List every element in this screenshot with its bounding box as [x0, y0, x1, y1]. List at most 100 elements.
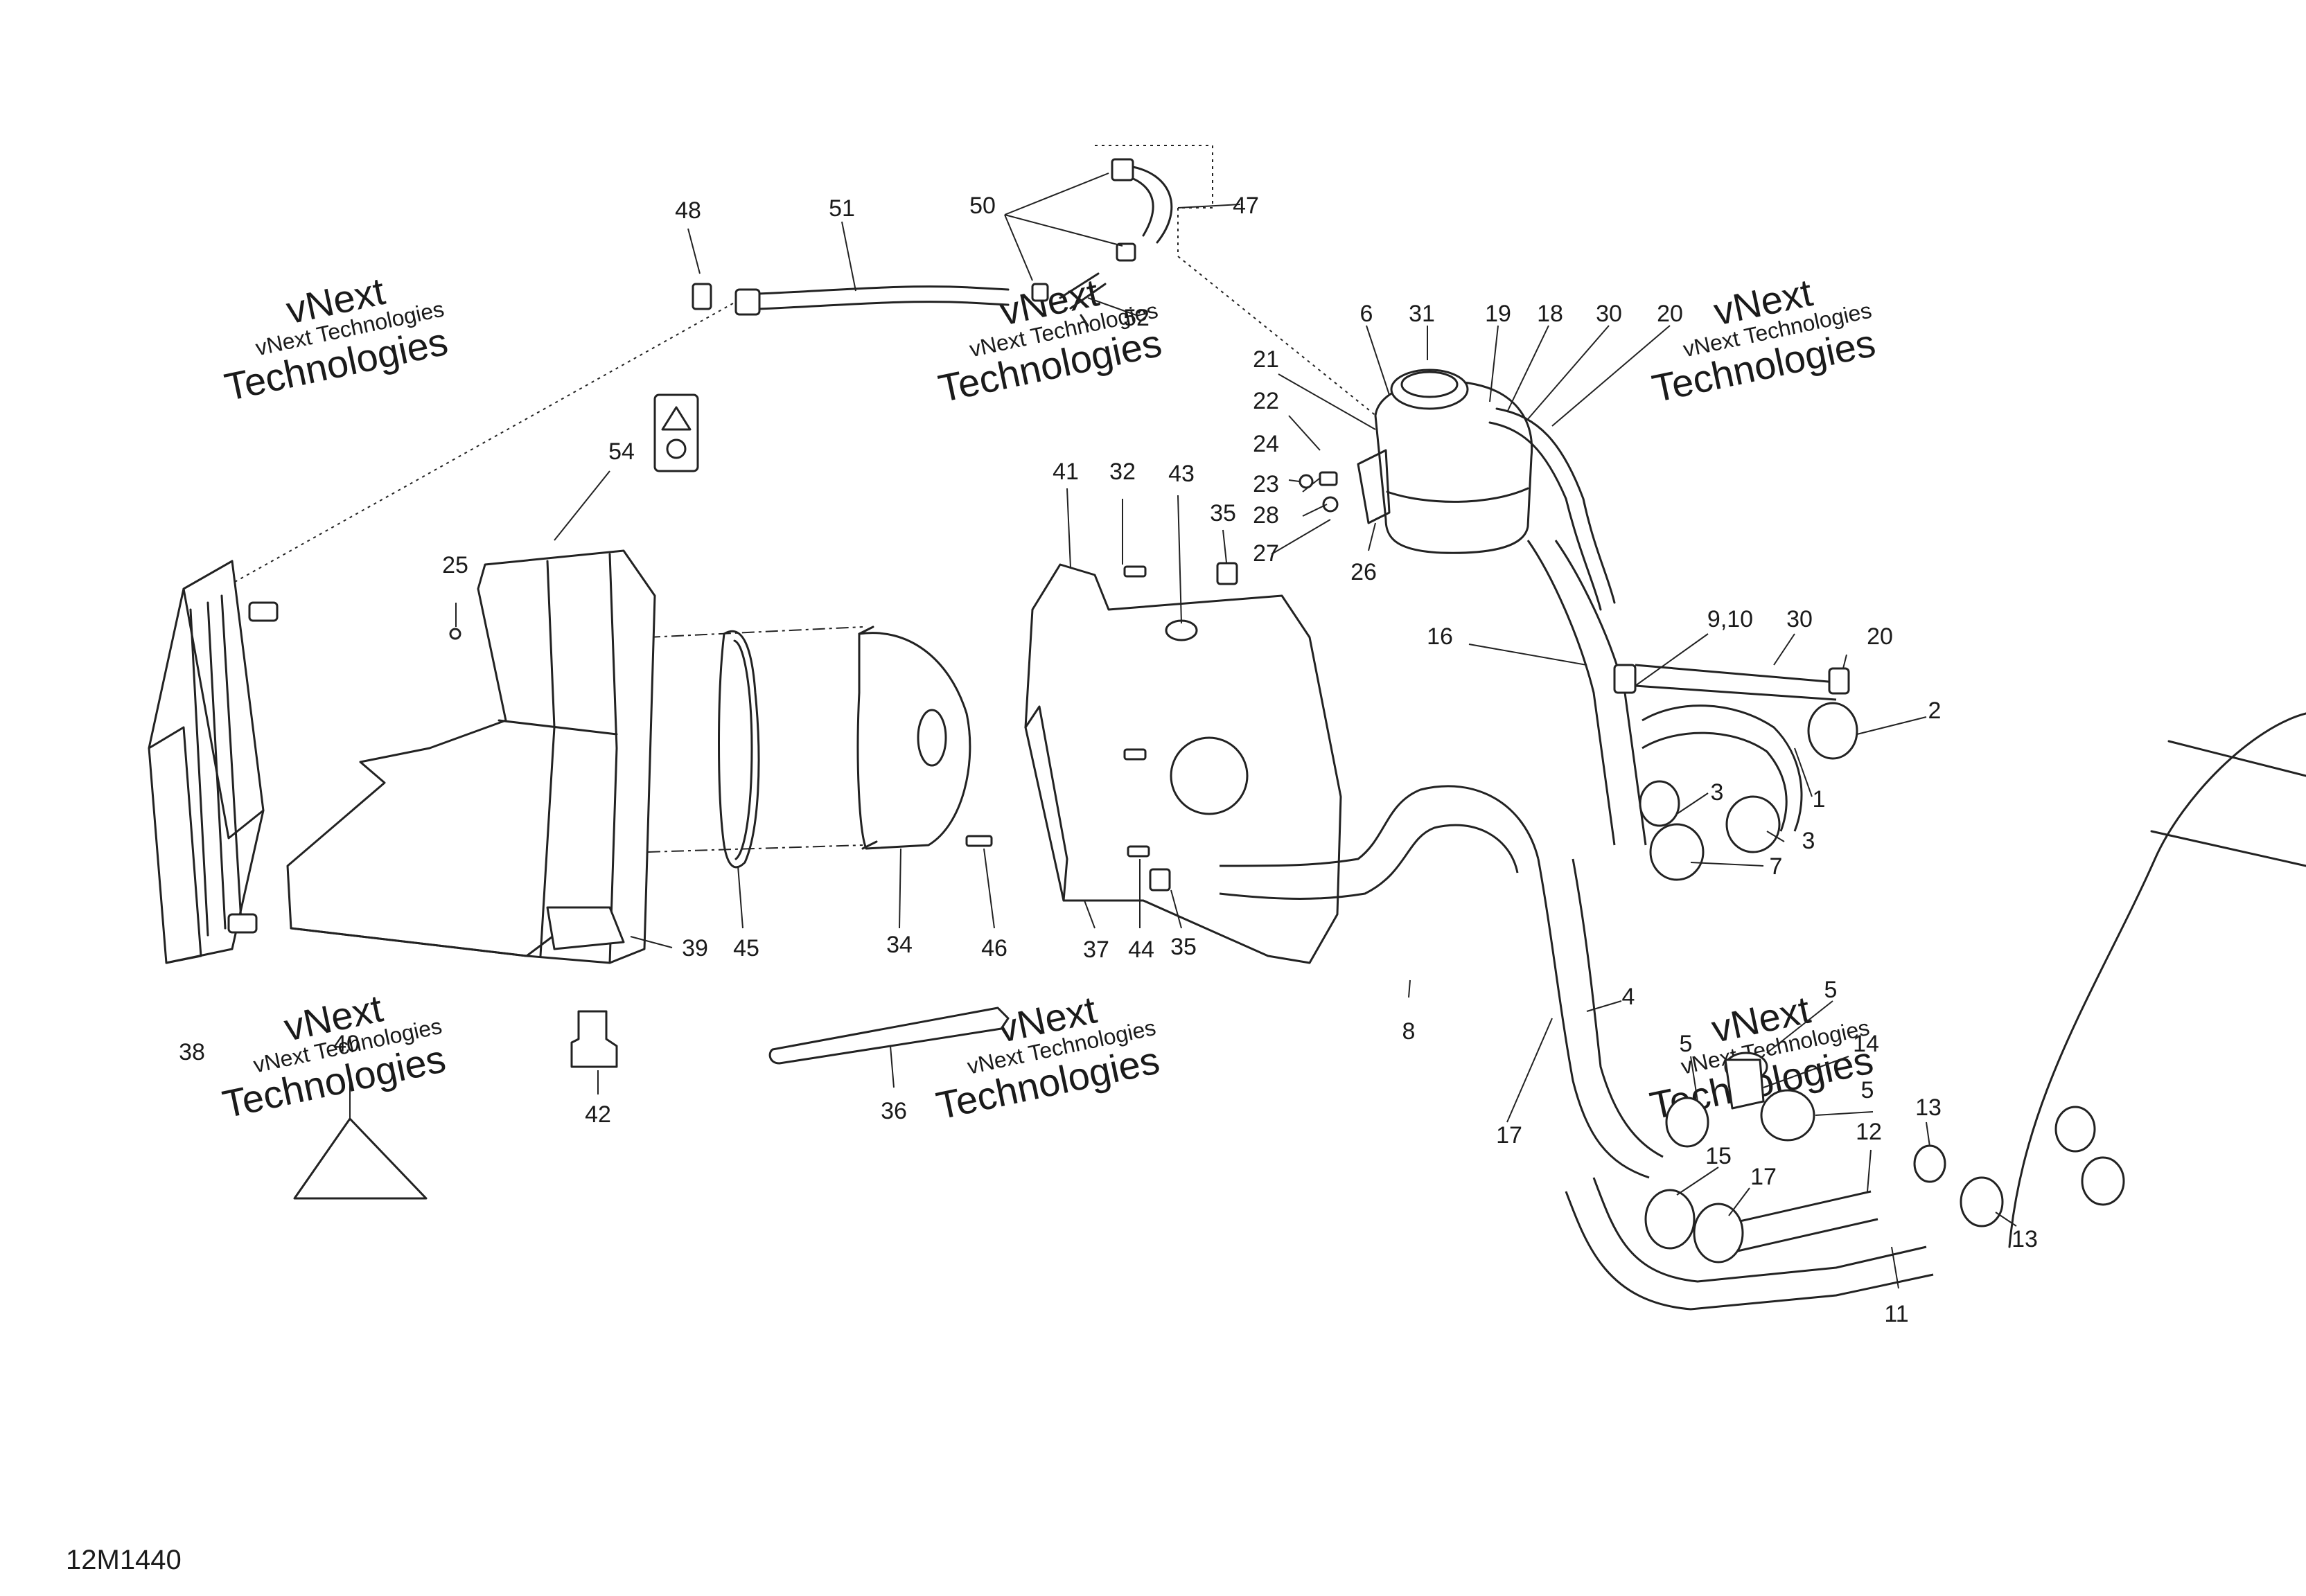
- watermark-mid-top: vNext vNext Technologies Technologies: [935, 270, 1165, 410]
- rivet-25: [449, 628, 461, 640]
- callout-52: 52: [1123, 305, 1150, 331]
- callout-30: 30: [1596, 301, 1622, 327]
- callout-47: 47: [1233, 193, 1259, 219]
- radiator-outlet-pipe: [227, 913, 258, 934]
- callout-20: 20: [1657, 301, 1683, 327]
- clamp-17: [1693, 1203, 1744, 1264]
- tank-overflow-hose-30: [1488, 421, 1602, 611]
- hose-4: [1537, 858, 1650, 1179]
- coupling-15: [1644, 1189, 1696, 1250]
- gasket-45: [718, 630, 760, 869]
- callout-23: 23: [1253, 471, 1279, 497]
- callout-22: 22: [1253, 388, 1279, 414]
- hose-1-lower: [1642, 732, 1788, 832]
- coupling-3-right: [1725, 795, 1781, 853]
- callout-27: 27: [1253, 540, 1279, 567]
- callout-36: 36: [881, 1098, 907, 1124]
- fan-frame-lip: [858, 626, 878, 850]
- hose-11-outer: [1565, 1191, 1934, 1311]
- callout-2: 2: [1928, 698, 1942, 724]
- callout-18: 18: [1537, 301, 1563, 327]
- callout-3a: 3: [1711, 779, 1724, 806]
- callout-42: 42: [585, 1101, 611, 1128]
- clamp-20-lower: [1828, 667, 1850, 695]
- guide-line-47-region: [1095, 145, 1463, 486]
- triangle-40: [293, 1117, 428, 1200]
- radiator-38: [148, 560, 279, 964]
- callout-48: 48: [675, 197, 701, 224]
- callout-35b: 35: [1170, 934, 1197, 960]
- callout-28: 28: [1253, 502, 1279, 529]
- watermark-mid-bottom: vNext vNext Technologies Technologies: [933, 987, 1163, 1127]
- screw-44-lower: [1127, 845, 1150, 858]
- fan-shroud-54: [286, 549, 656, 964]
- expansion-tank-6: [1374, 380, 1533, 554]
- callout-17b: 17: [1750, 1164, 1777, 1190]
- callout-19: 19: [1485, 301, 1511, 327]
- callout-40: 40: [333, 1031, 360, 1057]
- guide-line-fan-top: [647, 626, 863, 638]
- callout-16: 16: [1427, 623, 1453, 650]
- callout-20b: 20: [1867, 623, 1893, 650]
- callout-35: 35: [1210, 500, 1236, 526]
- callout-26: 26: [1350, 559, 1377, 585]
- fan-support-39: [546, 906, 625, 950]
- callout-51: 51: [829, 195, 855, 222]
- housing-port: [1170, 736, 1249, 815]
- callout-11: 11: [1884, 1301, 1908, 1327]
- expansion-tank-assembly: [1299, 369, 1616, 611]
- callout-34: 34: [886, 932, 913, 958]
- clamp-5-right: [1760, 1089, 1815, 1142]
- radiator-fins: [189, 594, 243, 937]
- callout-3b: 3: [1802, 828, 1815, 854]
- callout-7: 7: [1770, 853, 1783, 880]
- screw-32: [1123, 565, 1147, 578]
- shroud-edges: [498, 553, 618, 964]
- callout-46: 46: [981, 935, 1007, 961]
- callout-5c: 5: [1861, 1077, 1874, 1103]
- callout-32: 32: [1109, 459, 1136, 485]
- pressure-cap-31: [1390, 369, 1469, 410]
- coupling-7: [1649, 823, 1705, 881]
- radiator-core: [148, 726, 202, 964]
- callout-6: 6: [1360, 301, 1373, 327]
- callout-15: 15: [1705, 1143, 1732, 1169]
- engine-pipe-upper: [2054, 1106, 2096, 1153]
- fitting-9-10: [1613, 664, 1637, 694]
- guide-line-fan-bottom: [647, 844, 863, 853]
- hose-11: [1592, 1177, 1927, 1283]
- clamp-50-bottom: [1116, 242, 1136, 262]
- callout-17a: 17: [1496, 1122, 1522, 1149]
- callout-39: 39: [682, 935, 708, 961]
- callout-37: 37: [1083, 937, 1109, 963]
- warning-triangle-icon: [661, 406, 692, 431]
- callout-21: 21: [1253, 346, 1279, 373]
- callout-45: 45: [733, 935, 759, 961]
- housing-body: [1024, 563, 1342, 964]
- hose-8-outer: [1219, 824, 1519, 900]
- tank-overflow-hose-30b: [1495, 407, 1616, 604]
- clamp-50-top: [1111, 158, 1134, 181]
- callout-13b: 13: [2012, 1226, 2038, 1252]
- radiator-frame: [148, 560, 265, 964]
- bleed-tee-52: [1059, 272, 1107, 327]
- callout-25: 25: [442, 552, 468, 578]
- watermark-left-bottom: vNext vNext Technologies Technologies: [219, 986, 450, 1126]
- shroud-body: [286, 549, 656, 964]
- callout-5b: 5: [1680, 1031, 1693, 1057]
- callout-30b: 30: [1786, 606, 1813, 632]
- hose-clamps: [1613, 664, 2125, 1264]
- callout-9-10: 9,10: [1707, 606, 1753, 632]
- callout-31: 31: [1409, 301, 1435, 327]
- cable-tie-36: [768, 1007, 1010, 1065]
- bleed-hose-51-lower: [740, 301, 1010, 311]
- leader-lines: [349, 172, 2017, 1289]
- hose-16: [1526, 540, 1616, 846]
- hose-1-upper: [1642, 704, 1803, 832]
- watermark-right-bottom: vNext vNext Technologies Technologies: [1646, 987, 1877, 1127]
- hose-8: [1219, 785, 1540, 867]
- washer-24: [1299, 474, 1314, 489]
- tank-rib: [1386, 487, 1529, 503]
- callout-54: 54: [608, 438, 635, 465]
